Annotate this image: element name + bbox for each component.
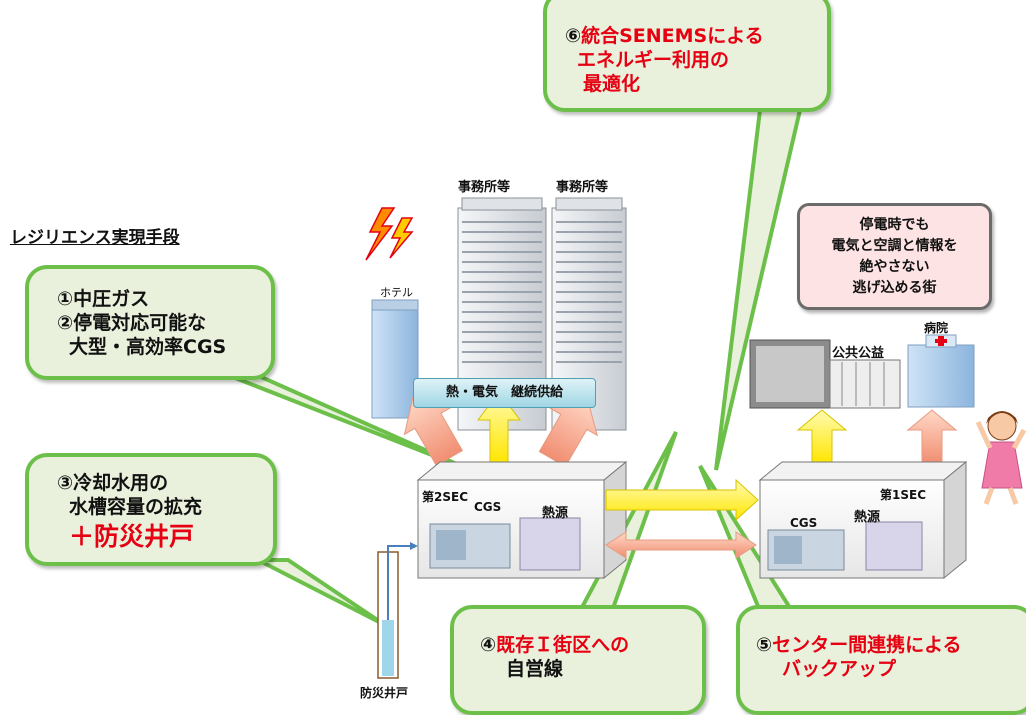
well-label: 防災井戸: [360, 686, 409, 700]
callout-tail-6: [714, 108, 803, 471]
double-arrow-pink: [605, 531, 757, 559]
resilience-goal-box: 停電時でも 電気と空調と情報を 絶やさない 逃げ込める街: [797, 203, 992, 310]
callout-red-text: 既存Ｉ街区への: [496, 634, 630, 656]
callout-private-line: ④既存Ｉ街区への 自営線: [450, 605, 706, 715]
page-heading: レジリエンス実現手段: [10, 228, 180, 248]
hospital-label: 病院: [924, 321, 949, 335]
plant-heat-sec1: 熱源: [854, 510, 881, 525]
up-arrow-right-1: [796, 409, 848, 464]
plant-cgs-sec2: CGS: [474, 500, 502, 514]
goal-line: 停電時でも: [859, 217, 930, 233]
callout-line: ②停電対応可能な: [57, 312, 207, 334]
callout-center-link: ⑤センター間連携による バックアップ: [736, 605, 1026, 715]
plant-box-sec2: [416, 460, 628, 580]
callout-line: 大型・高効率CGS: [69, 336, 227, 358]
callout-senems: ⑥統合SENEMSによる エネルギー利用の 最適化: [543, 0, 831, 112]
callout-red-text: 統合SENEMSによる: [581, 25, 764, 47]
hotel-label: ホテル: [380, 286, 413, 299]
callout-line: 自営線: [506, 658, 564, 680]
callout-red-line: 最適化: [583, 73, 641, 95]
callout-number: ④: [480, 634, 497, 656]
callout-red-line: バックアップ: [782, 658, 897, 680]
callout-highlight: ＋防災井戸: [69, 522, 195, 551]
callout-tail-3: [257, 558, 387, 627]
public-building: [749, 339, 901, 409]
plant-name-sec2: 第2SEC: [422, 490, 468, 504]
plant-heat-sec2: 熱源: [542, 506, 569, 521]
goal-line: 逃げ込める街: [852, 280, 937, 296]
goal-line: 電気と空調と情報を: [831, 238, 958, 254]
callout-line: 水槽容量の拡充: [69, 496, 203, 518]
callout-red-line: エネルギー利用の: [577, 49, 730, 71]
callout-line: ①中圧ガス: [57, 288, 150, 310]
callout-red-text: センター間連携による: [772, 634, 962, 656]
person-icon: [975, 411, 1026, 505]
right-arrow-yellow: [605, 478, 759, 522]
supply-banner: 熱・電気 継続供給: [413, 378, 596, 408]
callout-number: ⑤: [756, 634, 773, 656]
hotel-building: [371, 299, 419, 419]
office-label-2: 事務所等: [556, 180, 609, 195]
callout-number: ⑥: [565, 25, 582, 47]
callout-gas-cgs: ①中圧ガス ②停電対応可能な 大型・高効率CGS: [25, 265, 275, 380]
callout-water-tank: ③冷却水用の 水槽容量の拡充 ＋防災井戸: [25, 453, 277, 566]
office-label-1: 事務所等: [458, 180, 511, 195]
goal-line: 絶やさない: [859, 259, 930, 275]
public-label: 公共公益: [832, 346, 885, 361]
lightning-icon: [365, 207, 414, 261]
plant-box-sec1: [758, 460, 968, 580]
hospital-building: [907, 334, 975, 408]
callout-line: ③冷却水用の: [57, 472, 169, 494]
plant-cgs-sec1: CGS: [790, 516, 818, 530]
well-icon: [377, 542, 418, 679]
up-arrow-right-2: [906, 409, 958, 464]
plant-name-sec1: 第1SEC: [880, 488, 926, 502]
